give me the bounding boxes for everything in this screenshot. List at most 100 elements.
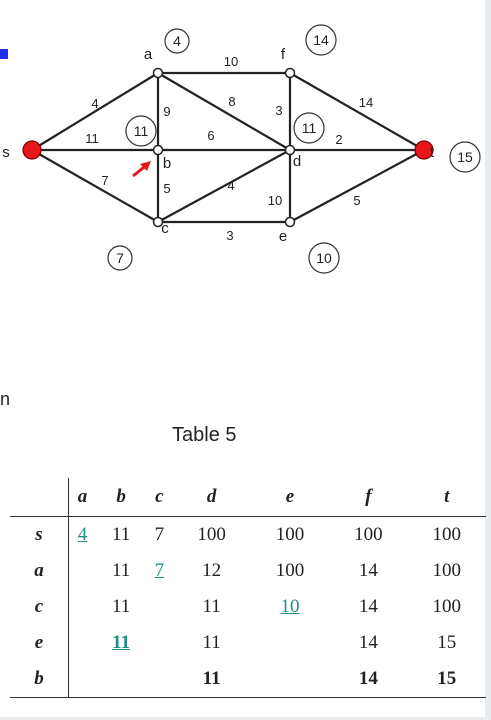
node-a <box>152 67 164 79</box>
table-cell-e-e <box>251 625 329 661</box>
node-d <box>284 144 296 156</box>
distance-circle-d <box>293 112 325 144</box>
node-label-s: s <box>2 144 10 161</box>
table-cell-e-c <box>146 625 172 661</box>
column-header-t: t <box>444 486 450 507</box>
row-header-a: a <box>10 553 69 589</box>
table-cell-b-c <box>146 661 172 698</box>
truncated-text: n <box>0 389 11 409</box>
pointer-arrow-icon <box>132 161 151 178</box>
distance-label-f: 14 <box>313 32 329 48</box>
table-row: b 11 14 15 <box>10 661 486 698</box>
table-cell-e-d: 11 <box>202 632 221 653</box>
edge-c-d <box>157 149 291 223</box>
edge-weight-c-d: 4 <box>227 178 234 193</box>
row-header-c: c <box>10 589 69 625</box>
node-c <box>152 216 164 228</box>
table-cell-c-f: 14 <box>358 596 378 617</box>
node-label-b: b <box>163 155 171 172</box>
node-label-c: c <box>161 220 169 237</box>
edge-weight-e-t: 5 <box>353 193 360 208</box>
node-label-d: d <box>293 153 301 170</box>
column-header-d: d <box>206 486 217 507</box>
table-cell-s-f: 100 <box>354 524 383 545</box>
table-cell-e-b: 11 <box>112 632 131 653</box>
table-row: c 11 11 10 14 100 <box>10 589 486 625</box>
table-cell-e-t: 15 <box>437 632 457 653</box>
bullet-marker <box>0 49 8 59</box>
row-header-b: b <box>10 661 69 698</box>
table-cell-b-f: 14 <box>358 668 378 689</box>
column-header-e: e <box>285 486 295 507</box>
distance-label-e: 10 <box>316 250 332 266</box>
distance-label-t: 15 <box>457 149 473 165</box>
table-cell-s-t: 100 <box>432 524 462 545</box>
table-corner-cell <box>10 478 69 517</box>
table-cell-b-b <box>96 661 146 698</box>
table-cell-a-b: 11 <box>112 560 131 581</box>
node-t <box>414 140 434 160</box>
node-b <box>152 144 164 156</box>
column-header-a: a <box>77 486 88 507</box>
edge-weight-d-e: 10 <box>268 193 282 208</box>
table-cell-a-f: 14 <box>358 560 378 581</box>
node-label-a: a <box>144 46 153 63</box>
edge-s-c <box>31 149 159 223</box>
table-cell-s-b: 11 <box>112 524 131 545</box>
edge-s-a <box>31 72 159 151</box>
edge-weight-b-d: 6 <box>207 128 214 143</box>
edges-layer <box>31 71 425 224</box>
edge-weight-a-d: 8 <box>228 94 235 109</box>
table-cell-e-f: 14 <box>358 632 378 653</box>
edge-weight-b-c: 5 <box>163 181 170 196</box>
table-cell-a-d: 12 <box>202 560 222 581</box>
table-cell-a-a <box>69 553 97 589</box>
edge-weight-a-f: 10 <box>224 54 238 69</box>
table-cell-c-d: 11 <box>202 596 221 617</box>
row-header-s: s <box>10 516 69 553</box>
table-cell-b-t: 15 <box>437 668 457 689</box>
table-cell-c-t: 100 <box>432 596 462 617</box>
table-cell-s-e: 100 <box>275 524 305 545</box>
table-cell-b-a <box>69 661 97 698</box>
node-e <box>284 216 296 228</box>
node-label-t: t <box>430 144 435 161</box>
table-cell-e-a <box>69 625 97 661</box>
table-cell-c-a <box>69 589 97 625</box>
column-header-b: b <box>116 486 126 507</box>
distance-label-d: 11 <box>302 120 317 136</box>
table-cell-c-e: 10 <box>280 596 300 617</box>
edge-f-t <box>289 72 425 151</box>
node-label-e: e <box>279 228 287 245</box>
table-cell-a-c: 7 <box>154 560 165 581</box>
table-cell-a-e: 100 <box>275 560 305 581</box>
distance-circle-a <box>164 28 190 54</box>
table-cell-c-b: 11 <box>112 596 131 617</box>
edge-e-t <box>289 149 425 223</box>
distance-circle-t <box>449 141 481 173</box>
table-cell-s-c: 7 <box>154 524 165 545</box>
edge-weight-c-e: 3 <box>226 228 233 243</box>
edge-weight-a-b: 9 <box>163 104 170 119</box>
distance-label-b: 11 <box>134 123 149 139</box>
table-cell-b-d: 11 <box>202 668 221 689</box>
edge-weight-s-c: 7 <box>101 173 108 188</box>
edge-weight-s-b: 11 <box>85 131 99 146</box>
edge-weight-f-d: 3 <box>275 103 282 118</box>
node-s <box>22 140 42 160</box>
node-f <box>284 67 296 79</box>
edge-weight-d-t: 2 <box>335 132 342 147</box>
table-cell-s-a: 4 <box>77 524 88 545</box>
distance-circle-b <box>125 115 157 147</box>
distance-label-c: 7 <box>116 250 124 266</box>
column-header-f: f <box>365 486 372 507</box>
